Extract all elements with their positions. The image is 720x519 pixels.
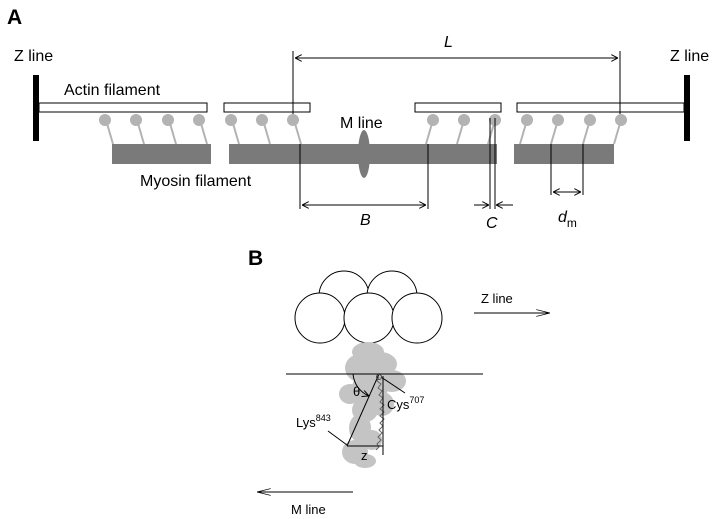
cys-leader-line <box>380 376 406 394</box>
actin-filament-label: Actin filament <box>64 82 161 99</box>
lys-label: Lys843 <box>296 413 331 430</box>
lever-arm-helix <box>375 376 385 451</box>
myosin-segment-right <box>514 144 614 164</box>
myosin-head <box>225 114 237 126</box>
actin-segment-4 <box>516 102 685 113</box>
lys-leader-line <box>327 430 348 446</box>
myosin-head <box>427 114 439 126</box>
myosin-head <box>130 114 142 126</box>
myosin-head <box>552 114 564 126</box>
panel-a: A Z line Z line Actin filament <box>7 6 709 232</box>
m-line-label: M line <box>340 115 383 132</box>
dimension-dm-letter: d <box>558 209 568 226</box>
actin-segment-3 <box>414 102 502 113</box>
myosin-head <box>99 114 111 126</box>
myosin-filaments <box>112 130 614 178</box>
z-line-left-label: Z line <box>14 48 53 65</box>
actin-monomers <box>294 270 443 344</box>
myosin-head <box>458 114 470 126</box>
cys-superscript: 707 <box>409 395 424 405</box>
myosin-head <box>256 114 268 126</box>
myosin-filament-label: Myosin filament <box>140 173 252 190</box>
lys-superscript: 843 <box>316 413 331 423</box>
myosin-segment-left <box>112 144 211 164</box>
panel-b: B <box>248 247 550 517</box>
myosin-head <box>584 114 596 126</box>
dimension-l <box>292 51 621 114</box>
actin-filaments <box>38 102 685 113</box>
myosin-head <box>521 114 533 126</box>
m-line-arrow-label: M line <box>291 502 326 517</box>
z-line-left-bar <box>33 75 39 141</box>
actin-monomer <box>343 292 395 344</box>
lys-text: Lys <box>296 415 316 430</box>
panel-a-letter: A <box>7 6 22 29</box>
actin-monomer <box>391 292 443 344</box>
z-line-arrow-label: Z line <box>481 291 513 306</box>
actin-monomer <box>294 292 346 344</box>
angle-geometry <box>327 373 406 455</box>
dimension-l-label: L <box>444 34 453 51</box>
z-line-right-bar <box>684 75 690 141</box>
panel-b-letter: B <box>248 247 263 270</box>
dimension-dm-label: dm <box>558 209 577 230</box>
probe-axis-line <box>346 373 380 447</box>
dimension-c-label: C <box>486 215 498 232</box>
myosin-head <box>193 114 205 126</box>
myosin-head <box>162 114 174 126</box>
cys-text: Cys <box>387 397 410 412</box>
dimension-c <box>474 118 513 209</box>
dimension-dm <box>550 144 584 195</box>
theta-arc <box>352 373 369 396</box>
theta-label: θ <box>353 384 360 399</box>
actin-segment-2 <box>223 102 311 113</box>
z-label: z <box>361 448 368 463</box>
cys-label: Cys707 <box>387 395 424 412</box>
myosin-head <box>287 114 299 126</box>
m-line-bulge <box>358 130 370 178</box>
z-line-right-label: Z line <box>670 48 709 65</box>
myosin-motor-domain <box>339 342 406 468</box>
actin-segment-1 <box>38 102 208 113</box>
myosin-head <box>615 114 627 126</box>
dimension-b-label: B <box>360 212 371 229</box>
cys-marker <box>376 374 382 380</box>
dimension-dm-subscript: m <box>567 216 577 230</box>
dimension-b <box>299 144 429 209</box>
